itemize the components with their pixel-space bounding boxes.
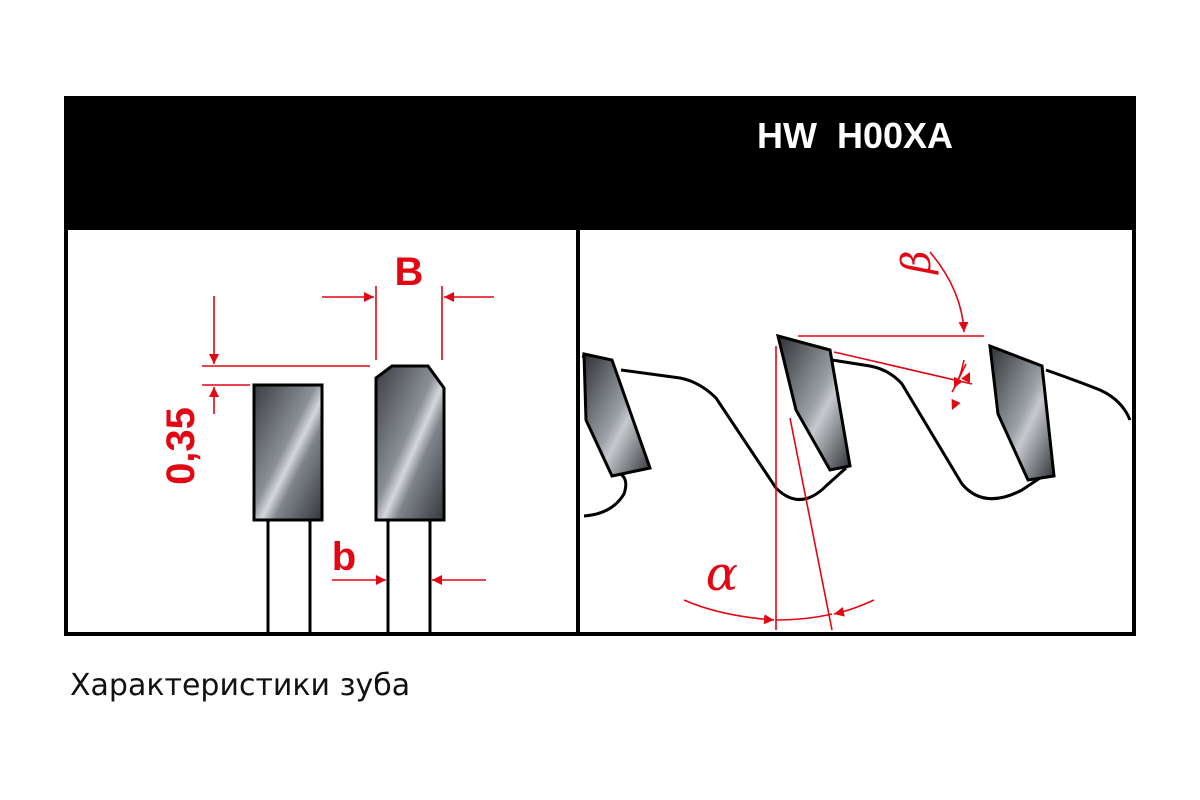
left-tooth-view: [252, 364, 446, 632]
right-panel-frame: [576, 226, 1136, 636]
saw-profile: [581, 333, 1132, 518]
alpha-label: α: [706, 546, 738, 602]
caption: Характеристики зуба: [70, 668, 411, 703]
kerf-label: b: [332, 535, 356, 579]
height-label: 0,35: [159, 407, 203, 485]
beta-label: β: [894, 250, 940, 275]
header-bar: [64, 96, 1136, 228]
saw-tooth-icon: [775, 333, 852, 472]
chamfered-tooth: [374, 364, 446, 522]
header-title: HW H00XA: [757, 115, 953, 156]
angle-dimensions: [683, 251, 984, 631]
flat-tooth: [252, 383, 324, 522]
width-label: B: [395, 250, 424, 294]
left-dimensions: [202, 286, 494, 585]
saw-tooth-icon: [582, 352, 652, 478]
saw-tooth-icon: [988, 343, 1056, 482]
